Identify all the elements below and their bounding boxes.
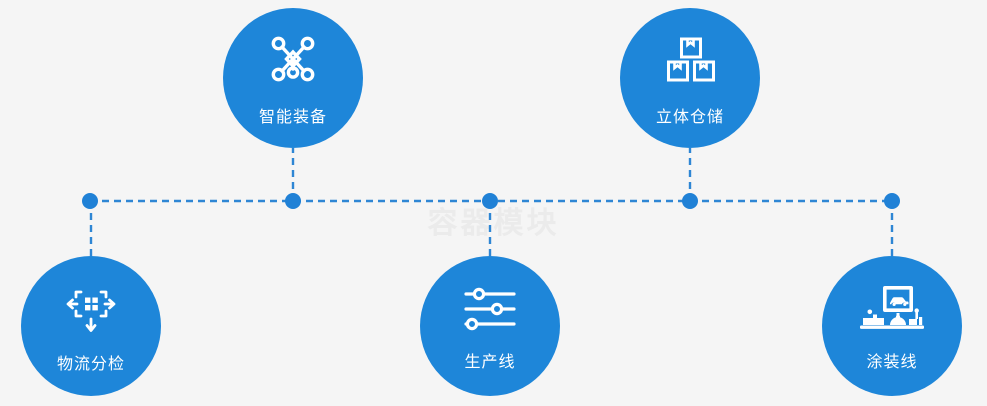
module-label-intelligent-equipment: 智能装备 (258, 109, 327, 126)
module-label-stereoscopic-warehouse: 立体仓储 (655, 109, 724, 126)
node-warehouse[interactable] (682, 193, 698, 209)
node-right[interactable] (884, 193, 900, 209)
module-label-logistics-sorting: 物流分检 (56, 356, 125, 373)
module-logistics-sorting[interactable]: 物流分检 (21, 256, 161, 396)
module-label-production-line: 生产线 (464, 354, 516, 371)
module-painting-line[interactable]: 涂装线 (822, 256, 962, 396)
module-label-painting-line: 涂装线 (866, 354, 918, 371)
module-stereoscopic-warehouse[interactable]: 立体仓储 (620, 8, 760, 148)
sliders-icon (461, 284, 519, 334)
node-intelligent-equipment[interactable] (285, 193, 301, 209)
module-intelligent-equipment[interactable]: 智能装备 (223, 8, 363, 148)
node-production-line[interactable] (482, 193, 498, 209)
sorting-arrows-icon (63, 282, 119, 336)
node-left[interactable] (82, 193, 98, 209)
module-production-line[interactable]: 生产线 (420, 256, 560, 396)
network-nodes-icon (265, 31, 321, 87)
paint-booth-icon (859, 284, 925, 334)
stacked-boxes-icon (662, 31, 718, 87)
